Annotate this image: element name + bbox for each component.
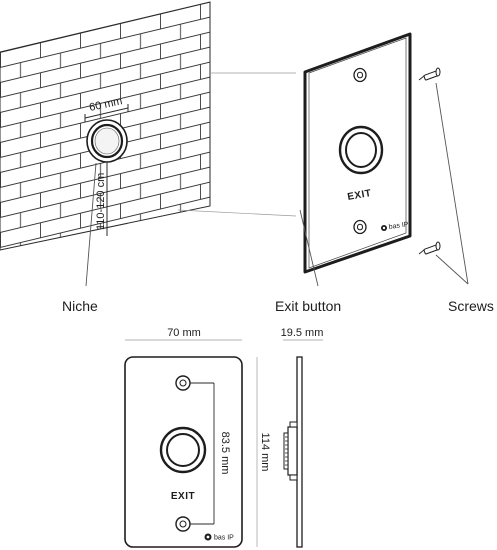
mount-height-label: 110-120 cm xyxy=(95,173,107,230)
projection-lines xyxy=(177,72,297,217)
exit-button-leader xyxy=(299,209,319,287)
screw-bottom xyxy=(418,241,441,255)
screw-top xyxy=(418,67,441,81)
screws-caption: Screws xyxy=(448,298,494,314)
screws-leaders xyxy=(435,82,469,285)
side-view: 19.5 mm xyxy=(281,327,324,548)
exit-button-perspective: EXIT bas IP xyxy=(303,32,412,274)
exit-label-perspective: EXIT xyxy=(347,188,373,203)
niche-hole xyxy=(86,119,128,163)
niche-leader xyxy=(85,162,97,287)
brand-label-perspective: bas IP xyxy=(388,221,409,231)
depth-label: 19.5 mm xyxy=(281,327,324,339)
mount-height-dimension: 110-120 cm xyxy=(95,161,111,236)
screw-spacing-label: 83.5 mm xyxy=(219,432,231,475)
exit-label-front: EXIT xyxy=(171,491,195,502)
exit-button-caption: Exit button xyxy=(275,298,341,314)
niche-caption: Niche xyxy=(62,298,98,314)
front-view: 70 mm EXIT bas IP 83.5 mm xyxy=(124,327,243,548)
height-dimension: 114 mm xyxy=(256,357,271,547)
width-label: 70 mm xyxy=(167,327,201,339)
brand-label-front: bas IP xyxy=(214,535,234,542)
height-label: 114 mm xyxy=(259,433,271,472)
